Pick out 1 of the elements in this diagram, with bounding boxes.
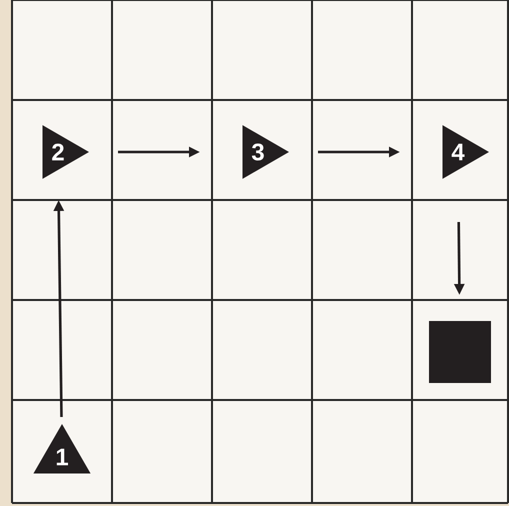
square-marker [429,320,491,383]
